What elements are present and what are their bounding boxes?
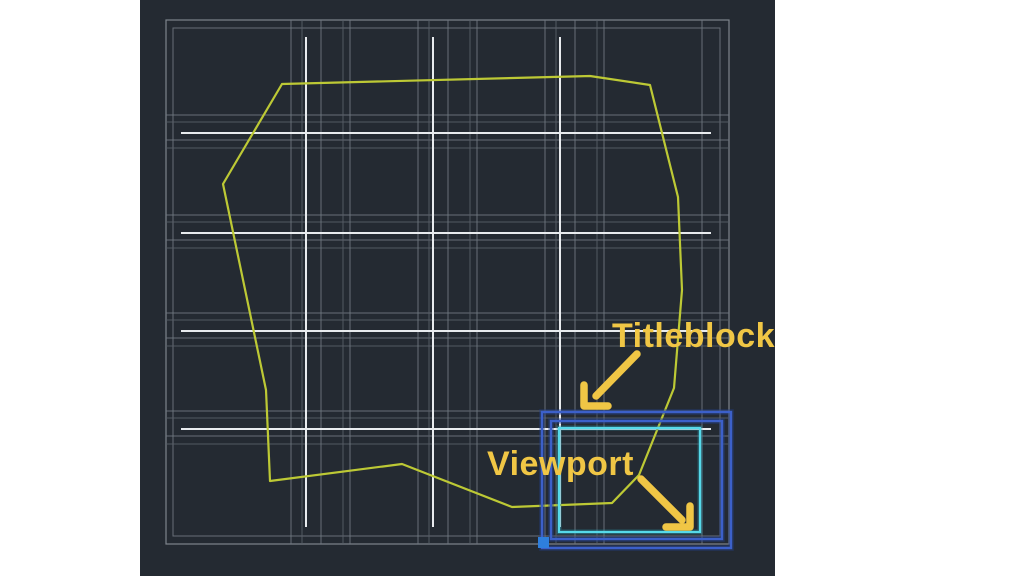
titleblock-frame-glow (548, 418, 725, 542)
titleblock-frame-inner[interactable] (549, 419, 724, 541)
titleblock-arrow-head-icon (580, 381, 612, 410)
cad-canvas: Titleblock Viewport (140, 0, 775, 576)
grip-handle[interactable] (538, 537, 549, 548)
boundary-polyline[interactable] (221, 74, 684, 509)
drawing-inner-border (172, 27, 721, 537)
titleblock-arrow-shaft (592, 350, 641, 400)
titleblock-frame-glow (539, 409, 734, 551)
viewport-arrow-head-icon (662, 502, 694, 531)
cad-drawing (165, 19, 734, 551)
viewport-arrow-shaft (637, 475, 686, 524)
titleblock-frame-outer[interactable] (540, 410, 733, 550)
viewport-frame[interactable] (557, 426, 702, 534)
